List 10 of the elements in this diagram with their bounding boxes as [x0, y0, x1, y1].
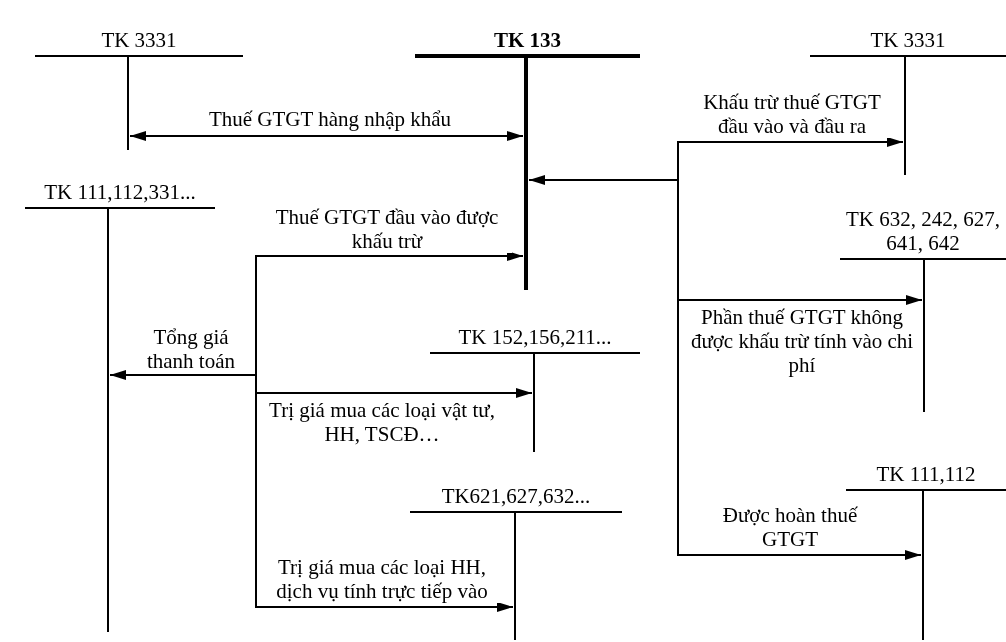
- account-title: TK 111,112: [875, 462, 977, 486]
- account-title: TK 111,112,331...: [43, 180, 197, 204]
- account-title: TK 632, 242, 627, 641, 642: [845, 207, 1001, 255]
- account-title: TK 152,156,211...: [457, 325, 613, 349]
- account-title: TK 133: [492, 28, 563, 52]
- account-title: TK 3331: [100, 28, 178, 52]
- connector-arrow: [528, 179, 922, 560]
- connector-arrow: [129, 131, 524, 141]
- account-title: TK621,627,632...: [440, 484, 592, 508]
- account-title: TK 3331: [869, 28, 947, 52]
